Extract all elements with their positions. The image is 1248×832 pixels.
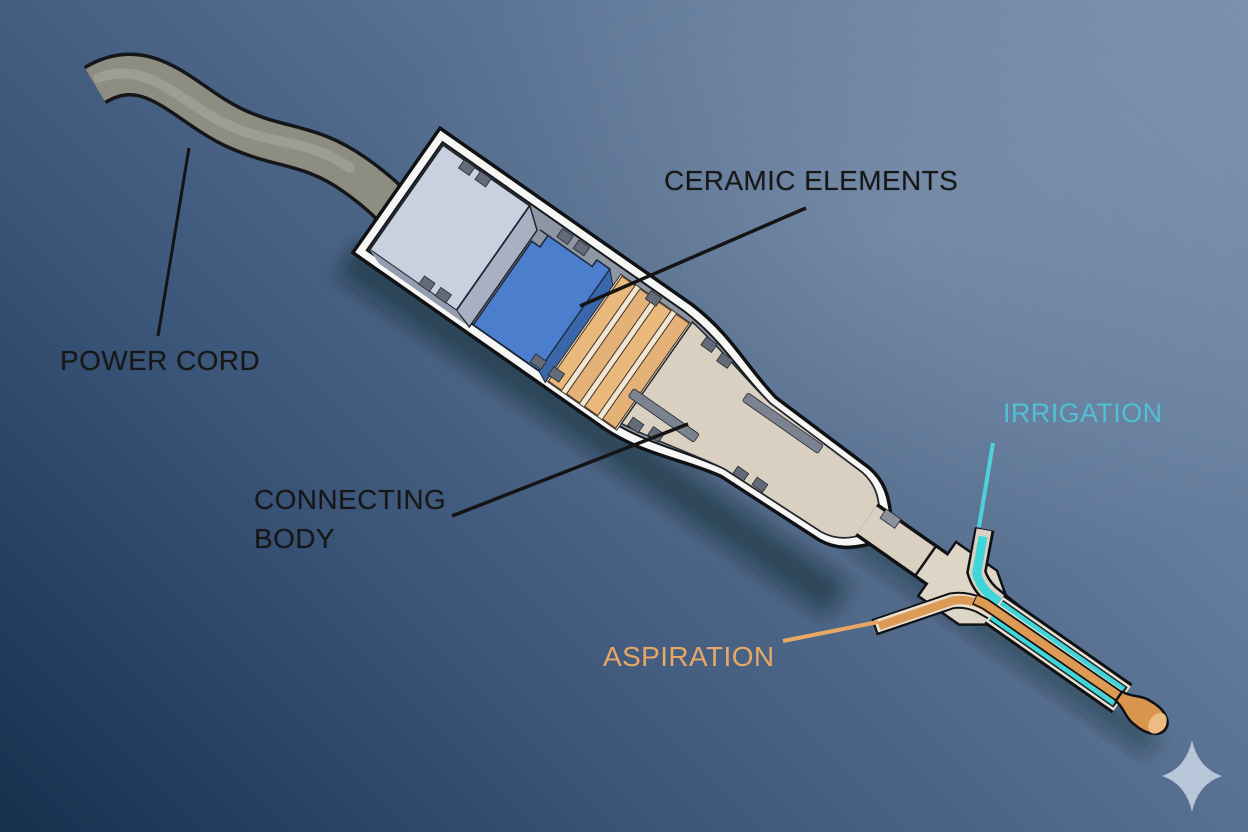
needle-tip — [1114, 690, 1169, 736]
rear-connector-block — [368, 143, 538, 329]
leader-ceramic-elements — [579, 206, 807, 308]
handpiece-shadow — [335, 240, 851, 619]
body-notches — [418, 159, 824, 493]
sparkle-icon — [1162, 740, 1222, 812]
leader-connecting-body — [451, 422, 689, 518]
label-connecting-body-line2: BODY — [254, 523, 335, 554]
label-aspiration: ASPIRATION — [603, 641, 775, 672]
ceramic-elements-stack — [545, 273, 693, 431]
label-irrigation: IRRIGATION — [1003, 398, 1163, 428]
leader-aspiration — [782, 620, 879, 643]
leader-lines — [156, 147, 995, 643]
label-connecting-body-line1: CONNECTING — [254, 484, 447, 515]
handpiece — [335, 125, 1169, 757]
label-ceramic-elements: CERAMIC ELEMENTS — [664, 165, 959, 196]
label-power-cord: POWER CORD — [60, 345, 260, 376]
irrigation-port — [966, 527, 1022, 622]
transducer-block — [472, 229, 614, 384]
leader-power-cord — [156, 147, 191, 337]
needle — [972, 593, 1133, 714]
label-connecting-body: CONNECTING BODY — [254, 480, 446, 558]
leader-irrigation — [977, 442, 995, 528]
